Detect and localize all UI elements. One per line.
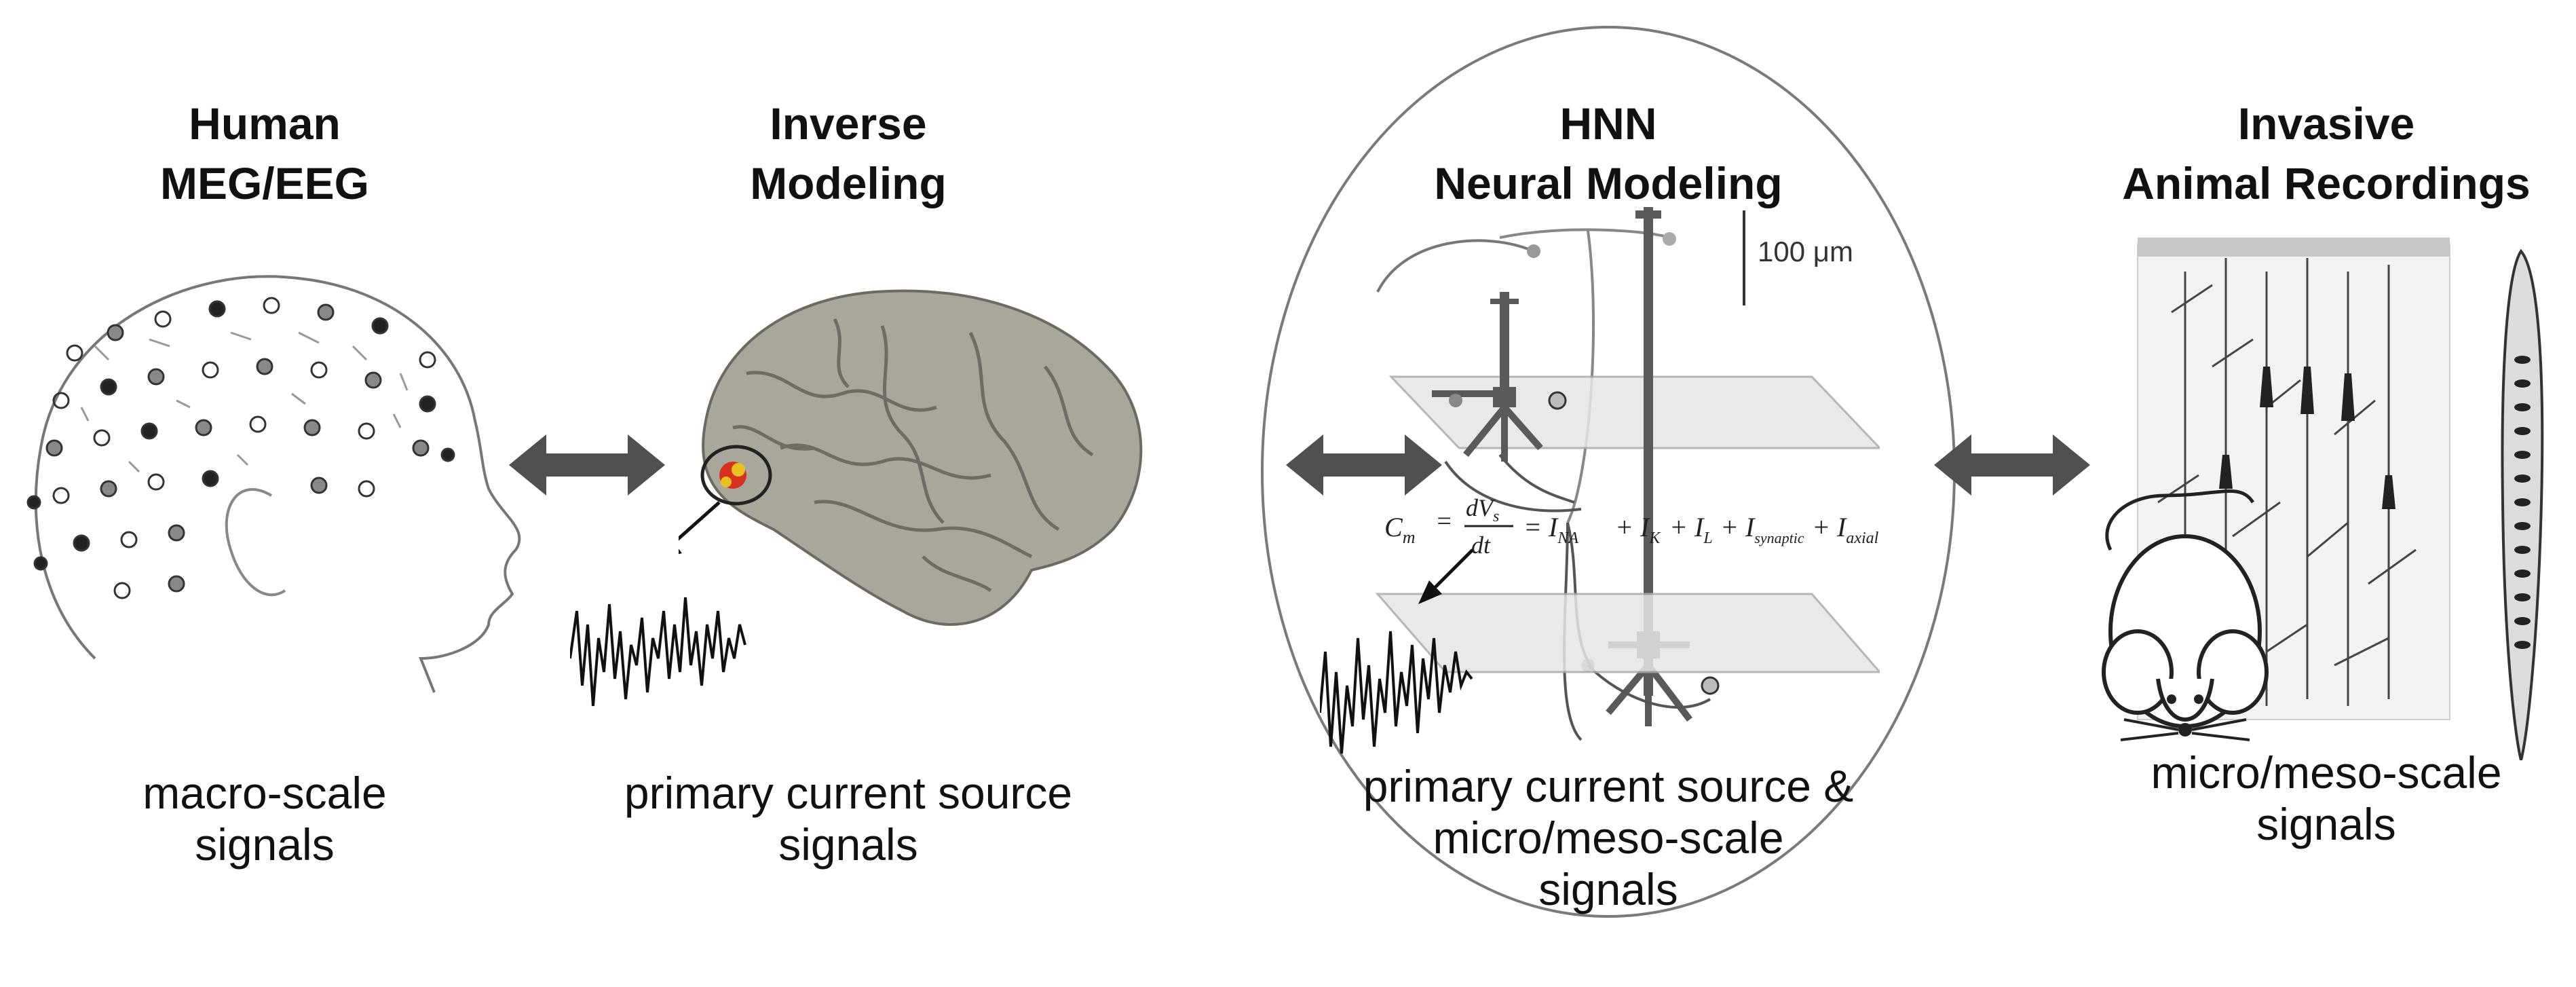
svg-text:=: = [1435,507,1453,536]
eq-frac-den: dt [1471,532,1491,559]
eq-syn: + I [1720,512,1756,542]
eq-lhs-sub: m [1403,527,1416,547]
title-line-1: Human [189,98,341,149]
caption-line-2: micro/meso-scale [1433,813,1784,863]
panel-hnn: HNN Neural Modeling 100 μm [1255,0,1961,987]
panel-title: Human MEG/EEG [0,94,529,213]
electrode-grid [26,297,455,599]
panel-title: Invasive Animal Recordings [2077,94,2576,213]
eq-axial: + I [1812,512,1847,542]
neuron-model-illustration: 100 μm [1375,207,1880,741]
caption-line-1: micro/meso-scale [2151,747,2502,798]
title-line-2: MEG/EEG [159,158,370,208]
head-eeg-illustration [26,275,521,693]
eq-na-sub: NA [1557,529,1578,547]
eq-axial-sub: axial [1846,529,1878,547]
title-line-1: Invasive [2237,98,2415,149]
title-line-2: Modeling [750,158,947,208]
eq-rhs: = I [1523,512,1559,542]
mouse-icon [2102,489,2269,741]
caption-line-2: signals [195,819,335,870]
membrane-equation: Cm = dVs dt = INA + IK + IL + Isynaptic … [1384,494,1879,559]
caption-line-1: macro-scale [143,768,387,818]
brain-illustration [679,289,1143,626]
svg-text:dVs: dVs [1466,494,1499,525]
title-line-2: Neural Modeling [1434,158,1783,208]
double-arrow-icon [1286,434,1442,496]
caption-line-3: signals [1538,864,1678,914]
panel-inverse-modeling: Inverse Modeling [556,0,1384,987]
caption-line-2: signals [2256,799,2396,849]
panel-title: HNN Neural Modeling [1255,94,1961,213]
title-line-1: HNN [1559,98,1657,149]
model-waveform [1320,631,1473,754]
double-arrow-icon [1934,434,2090,496]
eq-l: + I [1669,512,1705,542]
eq-frac-num: dV [1466,494,1496,521]
svg-text:+ IL: + IL [1669,512,1713,547]
eq-lhs: C [1384,512,1403,542]
svg-text:Cm: Cm [1384,512,1415,547]
panel-caption: macro-scale signals [0,767,529,870]
panel-caption: primary current source & micro/meso-scal… [1255,760,1961,915]
caption-line-2: signals [778,819,918,870]
eq-k-sub: K [1648,529,1661,547]
svg-text:+ IK: + IK [1615,512,1661,547]
panel-caption: micro/meso-scale signals [2077,747,2576,850]
title-line-1: Inverse [770,98,927,149]
scale-bar-label: 100 μm [1758,236,1853,267]
double-arrow-icon [509,434,665,496]
eq-l-sub: L [1703,529,1712,547]
svg-text:+ Iaxial: + Iaxial [1812,512,1879,547]
caption-line-1: primary current source & [1363,761,1854,811]
eq-k: + I [1615,512,1650,542]
svg-text:= INA: = INA [1523,512,1578,547]
eq-syn-sub: synaptic [1754,529,1804,546]
title-line-2: Animal Recordings [2122,158,2531,208]
source-waveform [570,597,746,707]
svg-text:+ Isynaptic: + Isynaptic [1720,512,1804,546]
panel-invasive-recordings: Invasive Animal Recordings [2077,0,2576,987]
panel-meg-eeg: Human MEG/EEG [0,0,529,987]
panel-title: Inverse Modeling [434,94,1262,213]
eq-frac-num-sub: s [1493,508,1499,525]
panel-caption: primary current source signals [434,767,1262,870]
caption-line-1: primary current source [624,768,1073,818]
